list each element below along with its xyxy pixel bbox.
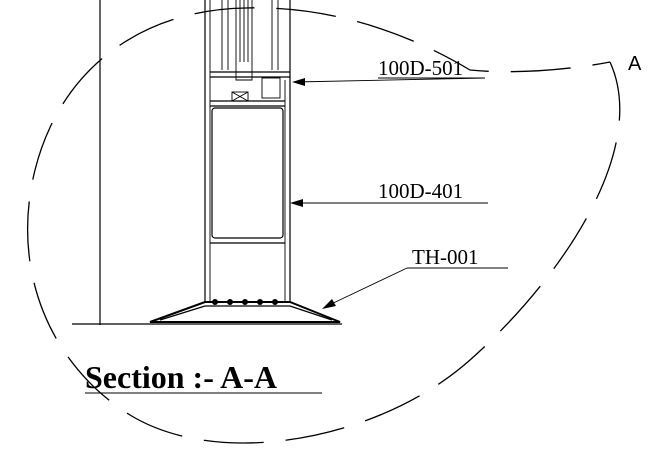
leader-lines <box>85 77 508 394</box>
callout-panel-label: 100D-401 <box>378 179 463 203</box>
profile-walls <box>204 0 291 302</box>
transom-profile <box>210 71 290 107</box>
glazing-insert <box>235 0 253 81</box>
callout-threshold-label: TH-001 <box>412 245 479 269</box>
threshold-profile <box>149 299 341 323</box>
section-marker-label: A <box>628 53 642 75</box>
section-title: Section :- A-A <box>85 359 277 395</box>
callout-transom-label: 100D-501 <box>378 56 463 80</box>
panel-profile <box>210 107 285 244</box>
detail-boundary <box>27 7 621 444</box>
